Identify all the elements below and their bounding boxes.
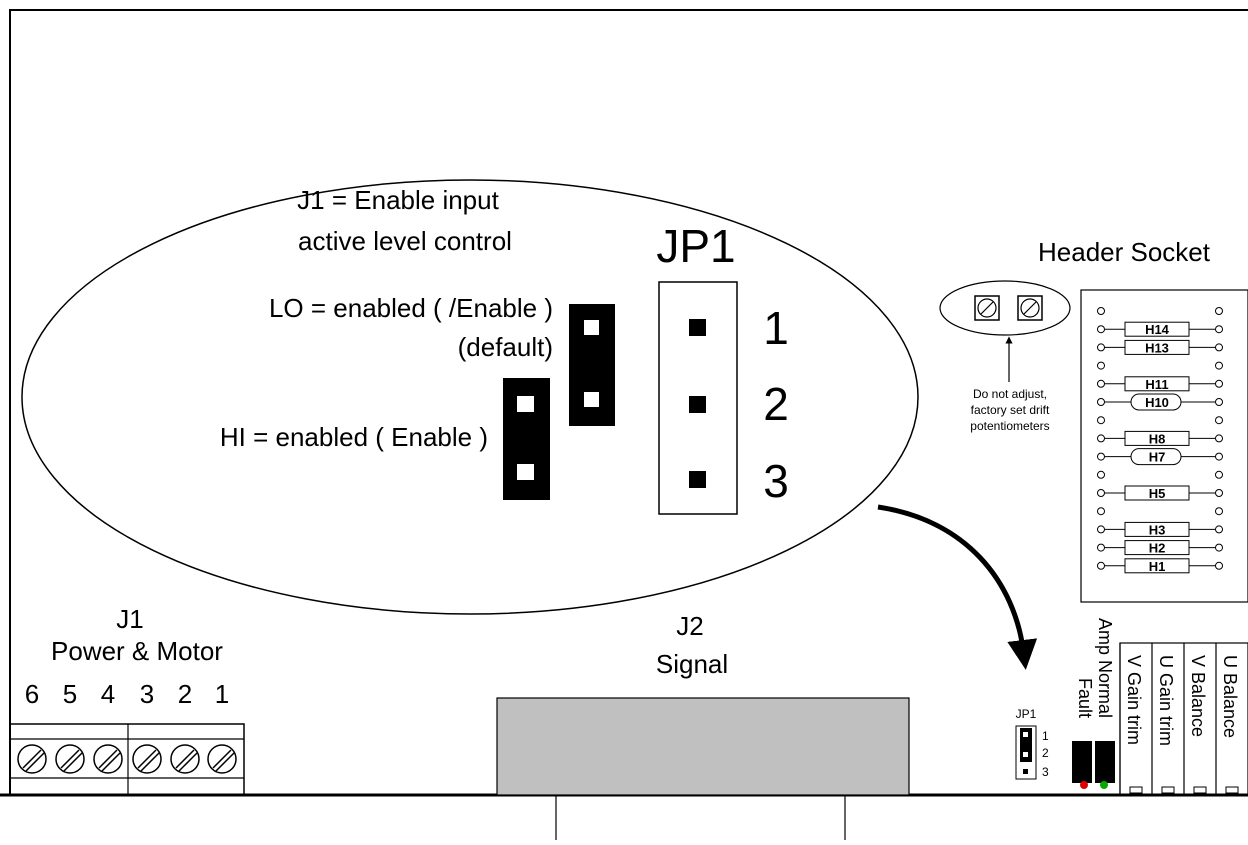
small-jp1-label: JP1 bbox=[1016, 707, 1037, 721]
drift-note-line2: factory set drift bbox=[971, 403, 1050, 417]
header-socket-body bbox=[1080, 289, 1248, 603]
j1-label: J1 bbox=[116, 604, 143, 634]
drift-pot-1 bbox=[974, 295, 1000, 321]
jp1-pin-3 bbox=[689, 471, 706, 488]
j2-sublabel: Signal bbox=[656, 649, 728, 679]
j1-pin-number: 2 bbox=[178, 679, 192, 709]
j1-screw bbox=[207, 744, 237, 774]
header-socket-row bbox=[1097, 361, 1223, 370]
drift-pot-2 bbox=[1017, 295, 1043, 321]
header-socket-row bbox=[1097, 307, 1223, 315]
j2-connector bbox=[496, 697, 910, 796]
header-socket-row: H2 bbox=[1097, 540, 1223, 556]
header-socket-label: H2 bbox=[1149, 541, 1166, 556]
callout-title-line2: active level control bbox=[298, 226, 512, 256]
header-socket-row bbox=[1097, 416, 1223, 425]
j1-screw bbox=[132, 744, 162, 774]
small-jp1-pin-2: 2 bbox=[1042, 746, 1049, 760]
header-socket-label: H14 bbox=[1145, 322, 1170, 337]
j1-sublabel: Power & Motor bbox=[51, 636, 223, 666]
header-socket-label: H5 bbox=[1149, 486, 1166, 501]
header-socket-title: Header Socket bbox=[1038, 237, 1211, 267]
header-socket-row bbox=[1097, 470, 1223, 479]
lo-jumper bbox=[569, 304, 615, 426]
j1-screw bbox=[170, 744, 200, 774]
jp1-pin-label-1: 1 bbox=[763, 302, 789, 354]
j1-pin-number: 4 bbox=[101, 679, 115, 709]
trim-label-v-balance: V Balance bbox=[1188, 655, 1208, 737]
small-jp1-header bbox=[1015, 725, 1037, 780]
callout-arrow bbox=[877, 504, 1038, 670]
lo-default-label: (default) bbox=[458, 332, 553, 362]
header-socket-row: H13 bbox=[1097, 339, 1223, 355]
fault-led-block bbox=[1072, 741, 1092, 783]
j1-pin-number: 1 bbox=[215, 679, 229, 709]
header-socket-row: H5 bbox=[1097, 485, 1223, 501]
trim-label-v-gain: V Gain trim bbox=[1124, 655, 1144, 745]
hi-jumper bbox=[503, 378, 550, 500]
header-socket-row: H3 bbox=[1097, 521, 1223, 537]
drift-note-line3: potentiometers bbox=[970, 419, 1049, 433]
small-jp1-pin-1: 1 bbox=[1042, 729, 1049, 743]
small-jp1-pin-3: 3 bbox=[1042, 765, 1049, 779]
j1-screw bbox=[55, 744, 85, 774]
j1-screw bbox=[93, 744, 123, 774]
header-socket-row: H11 bbox=[1097, 376, 1223, 392]
header-socket-label: H7 bbox=[1149, 450, 1166, 465]
header-socket-label: H3 bbox=[1149, 522, 1166, 537]
lo-enabled-label: LO = enabled ( /Enable ) bbox=[269, 293, 553, 323]
amp-normal-label: Amp Normal bbox=[1095, 618, 1115, 718]
fault-label: Fault bbox=[1075, 678, 1095, 718]
header-socket-label: H13 bbox=[1145, 340, 1169, 355]
drift-note-line1: Do not adjust, bbox=[973, 387, 1047, 401]
jp1-pin-1 bbox=[689, 319, 706, 336]
callout-title-line1: J1 = Enable input bbox=[297, 185, 499, 215]
header-socket-row bbox=[1097, 507, 1223, 516]
trim-pots bbox=[1129, 786, 1239, 794]
header-socket-row: H8 bbox=[1097, 430, 1223, 446]
callout-ellipse bbox=[21, 179, 919, 615]
board-outline bbox=[9, 9, 1248, 796]
jp1-pin-label-3: 3 bbox=[763, 455, 789, 507]
trim-label-u-gain: U Gain trim bbox=[1156, 655, 1176, 746]
header-socket-row: H10 bbox=[1097, 393, 1223, 411]
header-socket-row: H1 bbox=[1097, 558, 1223, 574]
trim-strips bbox=[1119, 642, 1248, 796]
header-socket-label: H8 bbox=[1149, 431, 1166, 446]
j1-pin-number: 6 bbox=[25, 679, 39, 709]
normal-led-block bbox=[1095, 741, 1115, 783]
header-socket-label: H11 bbox=[1145, 377, 1168, 392]
jp1-pin-2 bbox=[689, 396, 706, 413]
jp1-big-label: JP1 bbox=[656, 220, 735, 272]
j1-screws bbox=[17, 744, 237, 774]
header-socket-row: H14 bbox=[1097, 321, 1223, 337]
j1-screw bbox=[17, 744, 47, 774]
j1-pin-number: 3 bbox=[140, 679, 154, 709]
header-socket-row: H7 bbox=[1097, 448, 1223, 466]
j1-terminal-block bbox=[9, 723, 245, 796]
drift-pot-ellipse bbox=[939, 280, 1071, 336]
j1-pin-number: 5 bbox=[63, 679, 77, 709]
j2-label: J2 bbox=[676, 611, 703, 641]
jp1-pin-label-2: 2 bbox=[763, 378, 789, 430]
hi-enabled-label: HI = enabled ( Enable ) bbox=[220, 422, 488, 452]
trim-label-u-balance: U Balance bbox=[1220, 655, 1240, 738]
fault-led bbox=[1080, 781, 1088, 789]
normal-led bbox=[1100, 781, 1108, 789]
header-socket-label: H1 bbox=[1149, 559, 1166, 574]
header-socket-label: H10 bbox=[1145, 395, 1169, 410]
